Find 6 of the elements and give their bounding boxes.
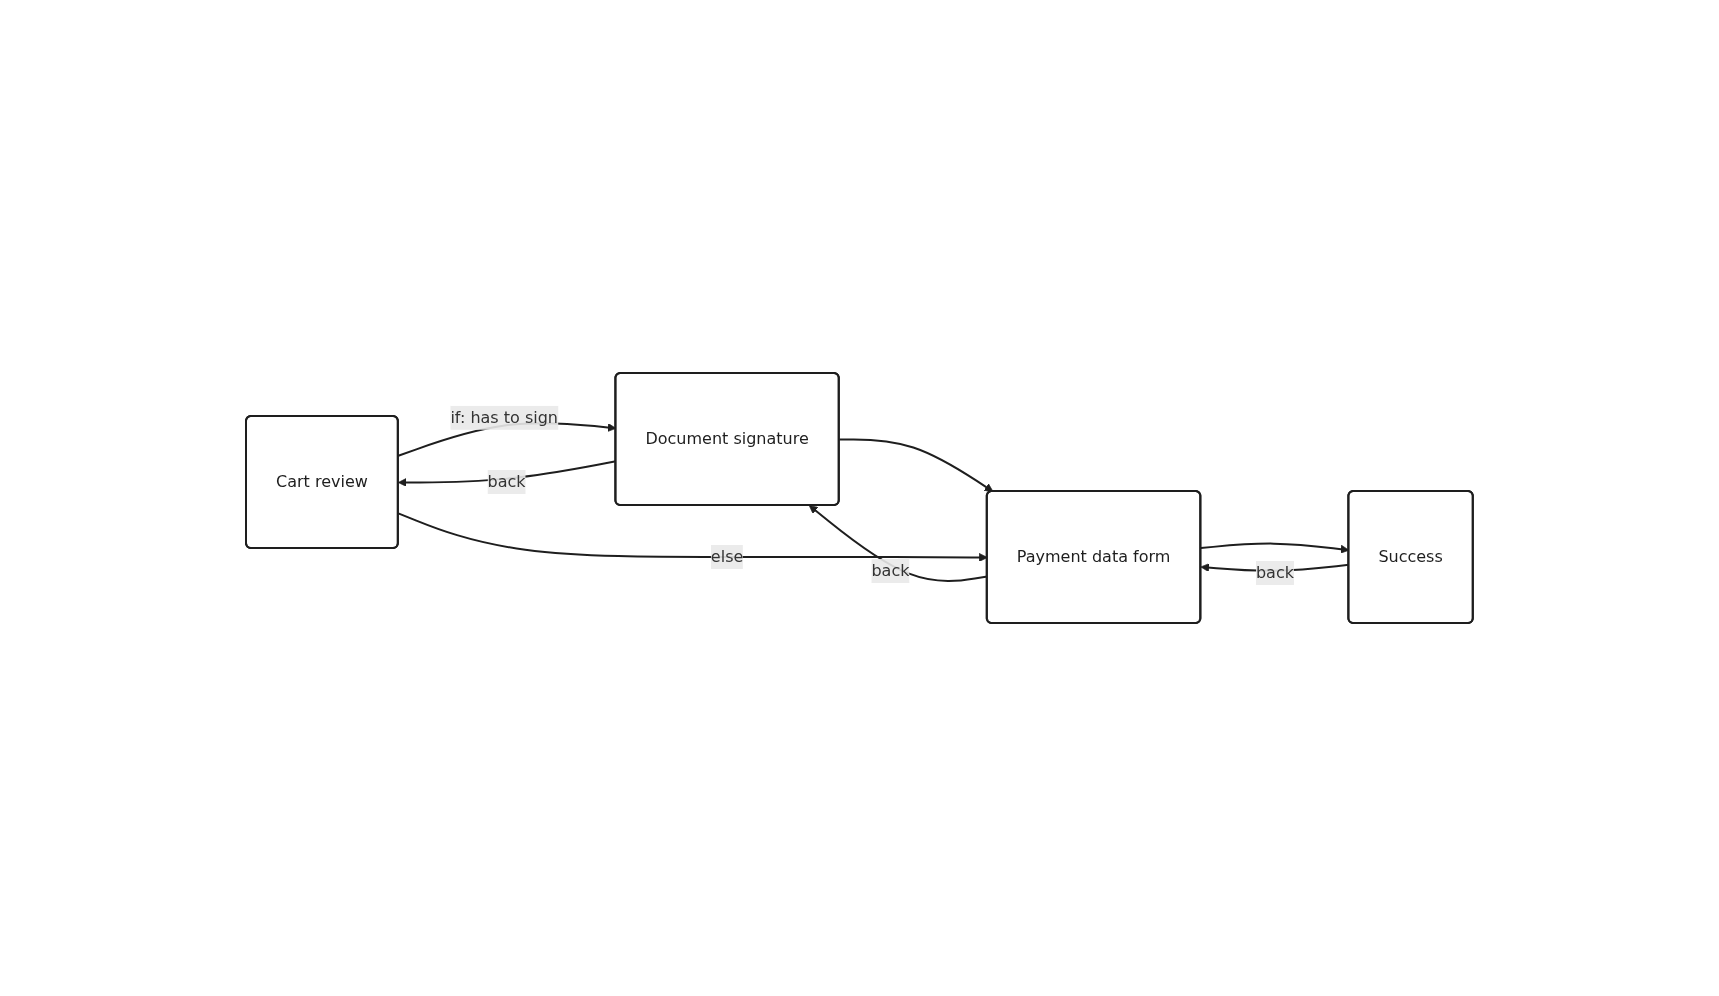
edge-label: back: [1256, 562, 1295, 582]
edge-label: back: [871, 560, 910, 580]
edge-label: if: has to sign: [450, 407, 559, 427]
edge-label: else: [710, 547, 744, 566]
edge-label: back: [487, 472, 526, 491]
arrow: [838, 438, 994, 492]
